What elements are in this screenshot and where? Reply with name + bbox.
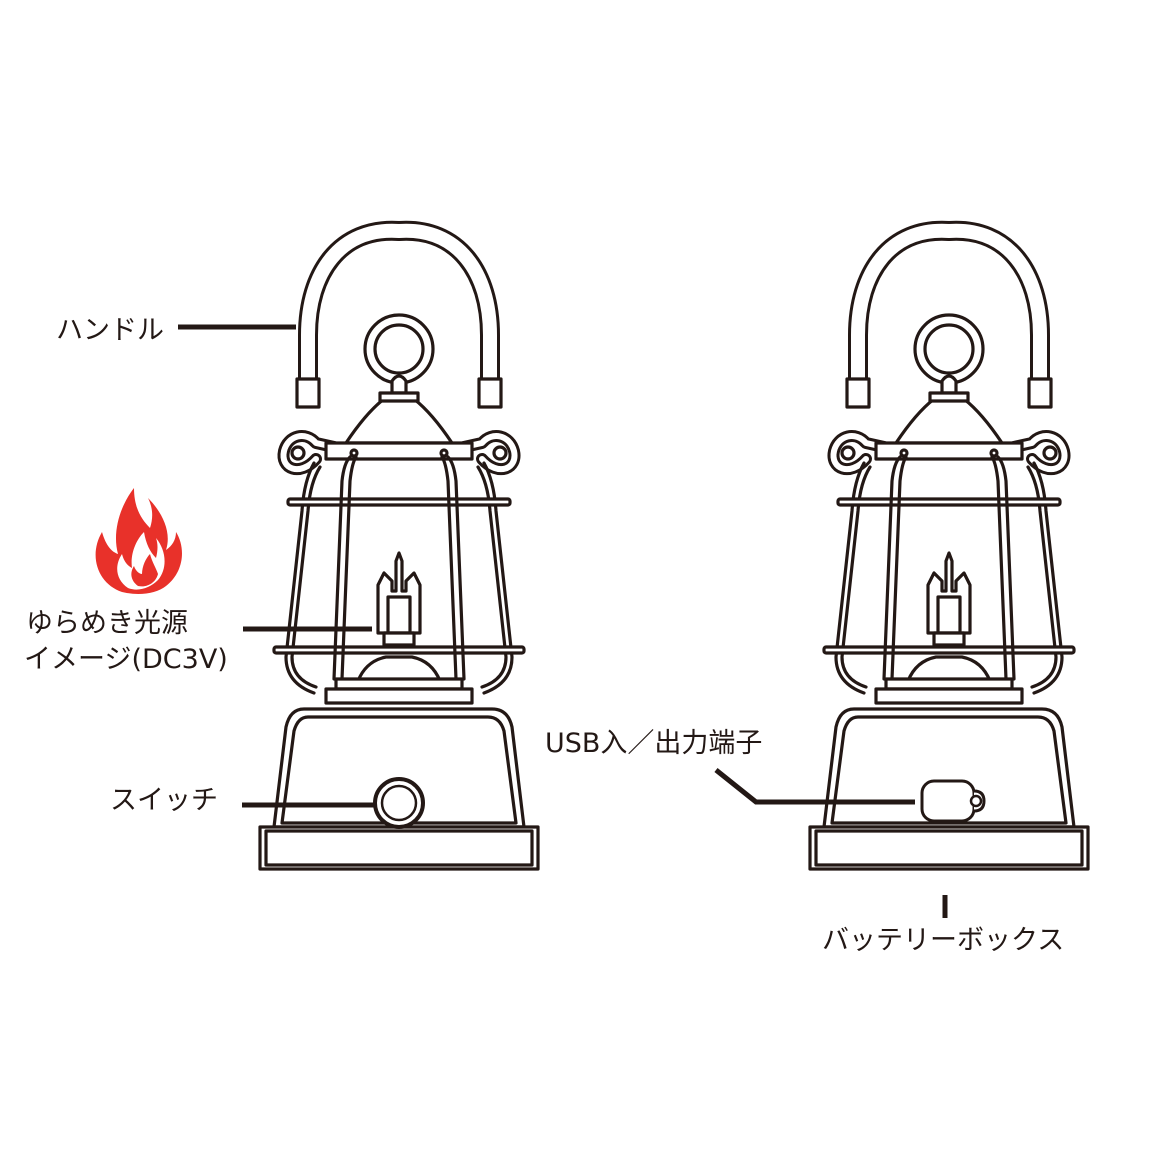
battery-box-label: バッテリーボックス (822, 925, 1065, 956)
light-source-label-line1: ゆらめき光源 (26, 608, 188, 639)
switch-label: スイッチ (110, 785, 218, 816)
usb-port (920, 779, 986, 823)
lantern-back-view (810, 231, 1088, 869)
handle-label: ハンドル (56, 315, 164, 346)
switch-button (373, 777, 425, 829)
lantern-front-view (260, 231, 538, 869)
flame-icon (95, 488, 182, 594)
light-source-label-line2: イメージ(DC3V) (24, 644, 228, 675)
usb-port-label: USB入／出力端子 (545, 728, 763, 759)
usb-leader (714, 768, 915, 805)
